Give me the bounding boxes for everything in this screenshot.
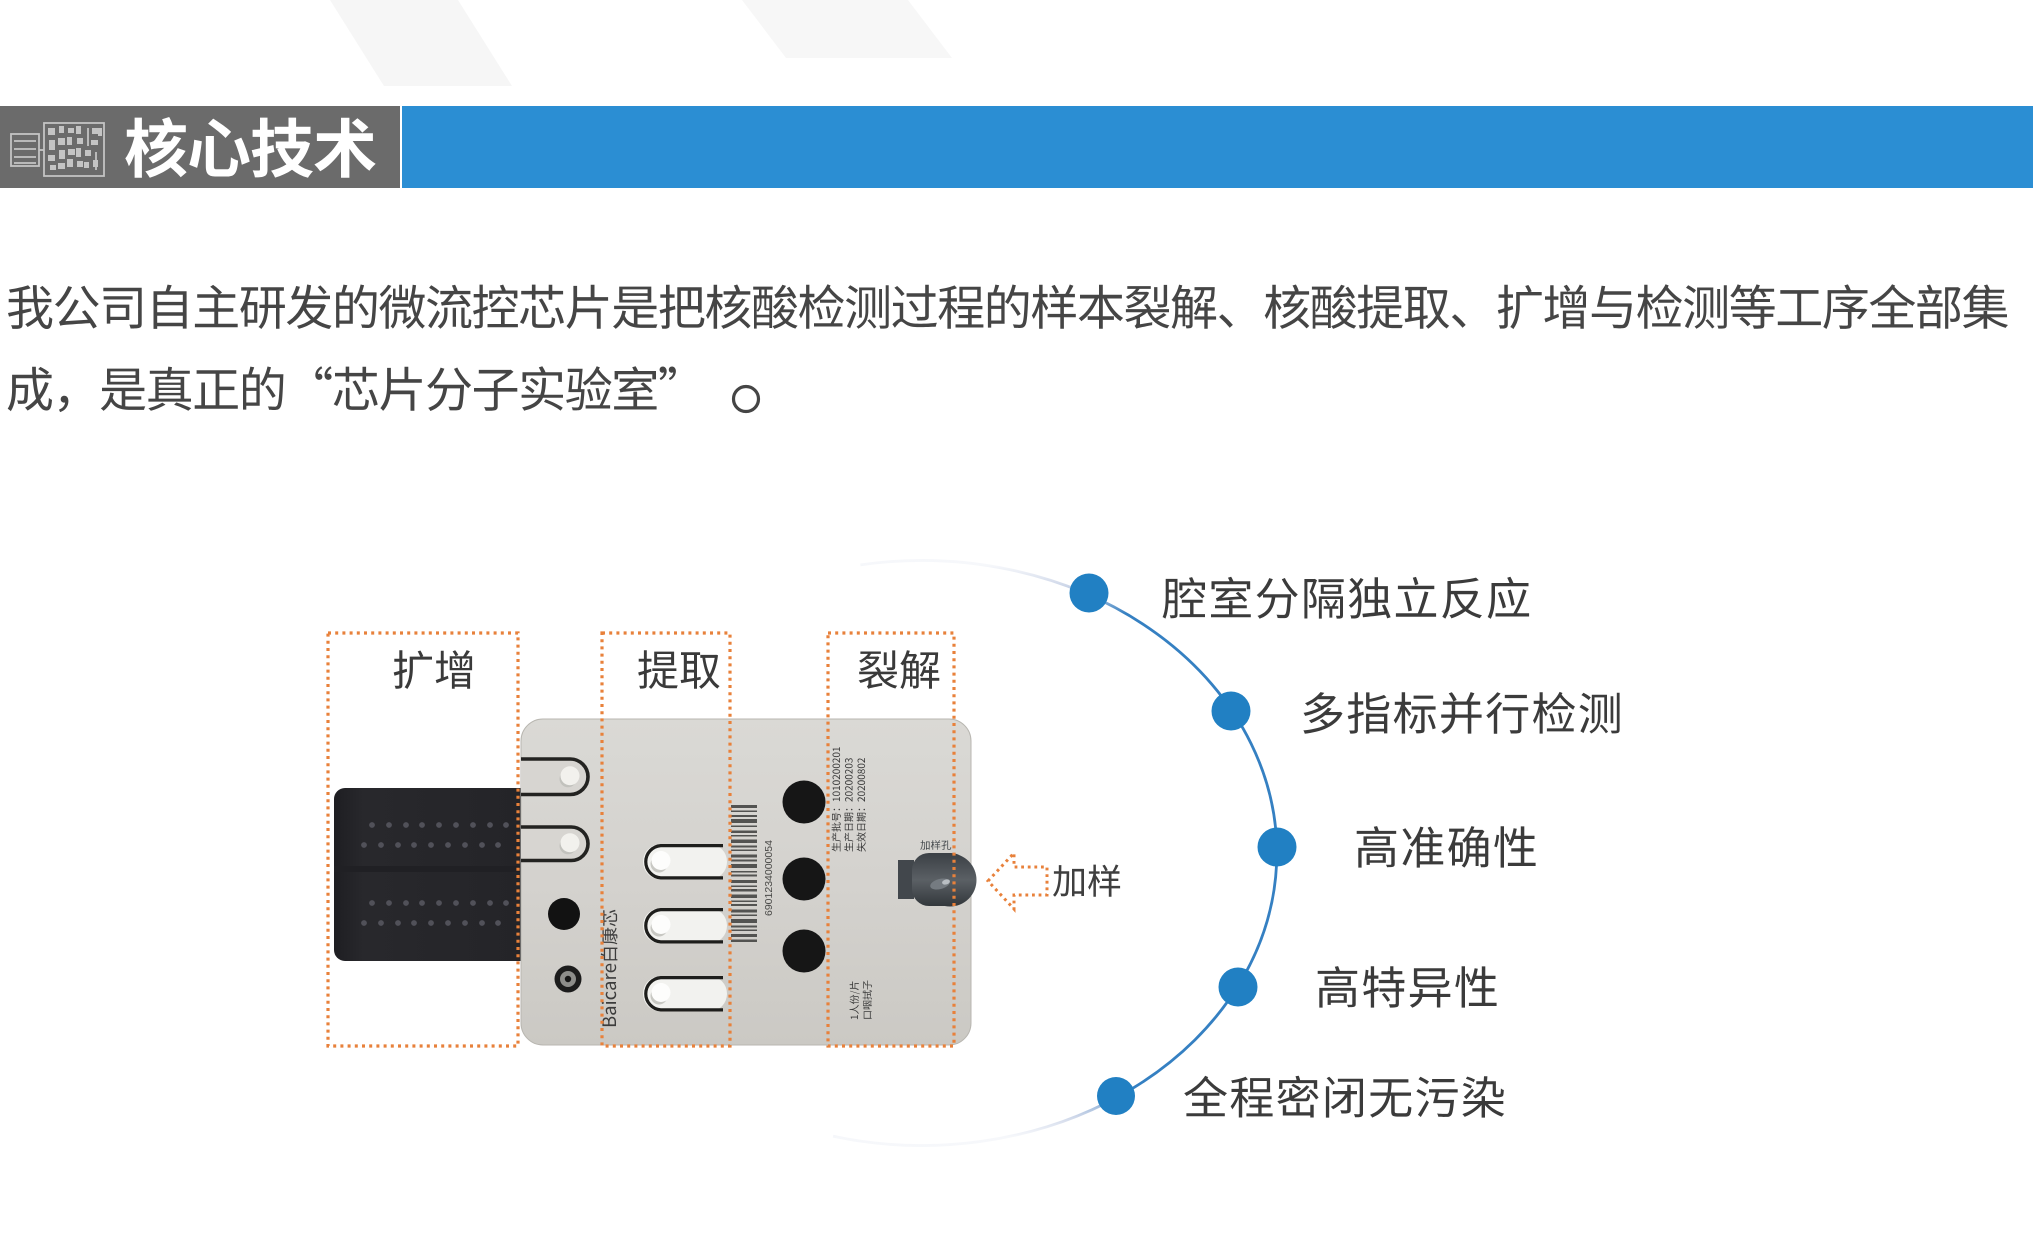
svg-text:6901234000054: 6901234000054 <box>763 840 775 916</box>
